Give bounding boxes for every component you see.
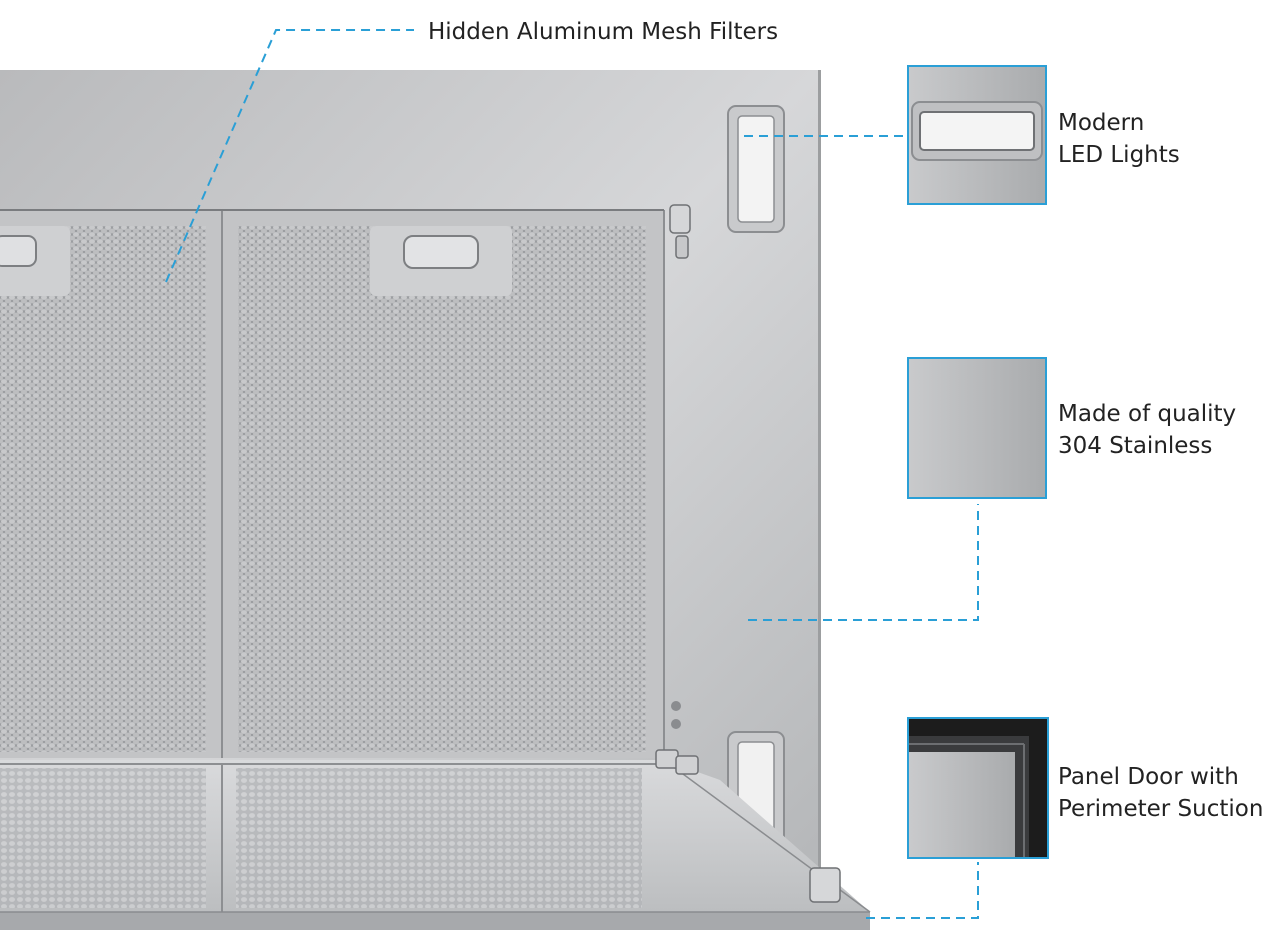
inset-panel-door [907, 717, 1049, 859]
callout-stainless-line2: 304 Stainless [1058, 433, 1213, 459]
door-hinge-top [669, 204, 691, 259]
callout-stainless-line1: Made of quality [1058, 401, 1237, 427]
callout-lights-line1: Modern [1058, 110, 1145, 136]
callout-door-line2: Perimeter Suction [1058, 796, 1264, 822]
panel-door [0, 759, 871, 930]
inset-stainless-steel [907, 357, 1047, 499]
callout-filters-line1: Hidden Aluminum Mesh Filters [428, 19, 779, 45]
callout-filters-label: Hidden Aluminum Mesh Filters [428, 16, 778, 48]
callout-lines [165, 29, 979, 919]
callout-door-label: Panel Door with Perimeter Suction [1058, 761, 1263, 825]
callout-lights-line2: LED Lights [1058, 142, 1180, 168]
callout-lights-label: Modern LED Lights [1058, 107, 1180, 171]
mesh-filter-left [0, 210, 222, 758]
callout-door-line1: Panel Door with [1058, 764, 1239, 790]
inset-led-lights [907, 65, 1047, 205]
callout-stainless-label: Made of quality 304 Stainless [1058, 398, 1236, 462]
door-hinge-bottom [655, 749, 841, 903]
led-light-top [727, 105, 785, 233]
mesh-filter-right [0, 209, 665, 758]
